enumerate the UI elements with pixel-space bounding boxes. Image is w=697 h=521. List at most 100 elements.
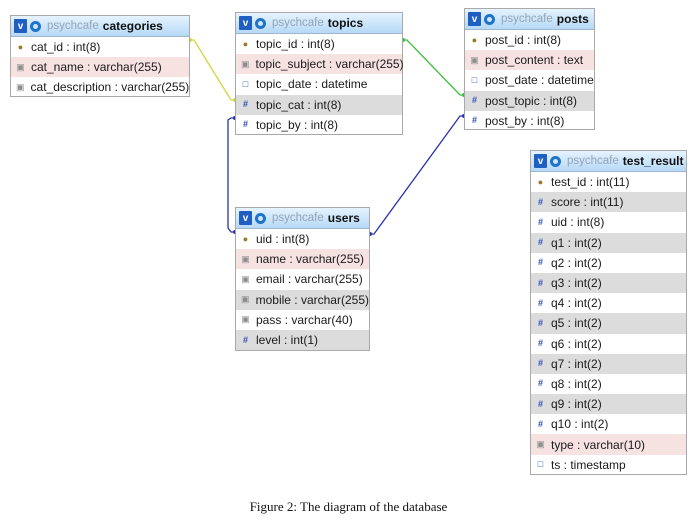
toggle-icon[interactable]: v [239,211,252,225]
field-row[interactable]: #level : int(1) [236,329,369,351]
field-row[interactable]: # q2 : int(2) [531,253,686,273]
field-row[interactable]: # q5 : int(2) [531,313,686,334]
field-row[interactable]: □ topic_date : datetime [236,74,402,94]
field-row[interactable]: ▣cat_description : varchar(255) [11,77,189,97]
field-label: email : varchar(255) [256,272,363,287]
field-row[interactable]: ● uid : int(8) [236,229,369,249]
field-label: name : varchar(255) [256,252,365,267]
gear-icon[interactable] [484,13,495,25]
field-label: q4 : int(2) [551,296,602,311]
string-icon: ▣ [241,58,250,69]
field-row[interactable]: ▣post_content : text [465,50,594,71]
field-row[interactable]: ●test_id : int(11) [531,172,686,192]
field-row[interactable]: #q10 : int(2) [531,414,686,434]
field-row[interactable]: #q3 : int(2) [531,272,686,294]
table-name: test_result [622,154,684,168]
key-icon: ● [471,34,478,45]
number-icon: # [537,257,543,268]
date-icon: □ [537,459,544,470]
field-row[interactable]: # post_by : int(8) [465,111,594,131]
field-row[interactable]: #score : int(11) [531,192,686,213]
field-row[interactable]: # q7 : int(2) [531,353,686,374]
field-label: post_id : int(8) [485,33,562,48]
field-label: mobile : varchar(255) [255,292,369,307]
relation-categories-topics [189,39,236,101]
string-icon: ▣ [241,273,250,284]
field-row[interactable]: #q1 : int(2) [531,232,686,253]
field-row[interactable]: ▣topic_subject : varchar(255) [236,54,404,75]
gear-icon[interactable] [255,212,266,224]
field-row[interactable]: □ post_date : datetime [465,70,594,90]
number-icon: # [471,115,477,126]
field-row[interactable]: ▣type : varchar(10) [531,434,686,455]
field-label: q2 : int(2) [551,255,602,270]
field-row[interactable]: ●topic_id : int(8) [236,34,402,54]
gear-icon[interactable] [30,20,41,32]
field-row[interactable]: #topic_by : int(8) [236,115,402,135]
field-label: q7 : int(2) [551,356,602,371]
field-row[interactable]: □ts : timestamp [531,455,686,475]
field-row[interactable]: #post_topic : int(8) [465,90,594,111]
field-label: pass : varchar(40) [256,312,353,327]
table-name: topics [327,16,364,30]
number-icon: # [537,338,543,349]
database-name: psychcafe [501,13,553,25]
field-row[interactable]: #q9 : int(2) [531,394,686,415]
string-icon: ▣ [241,294,250,305]
string-icon: ▣ [241,314,250,325]
field-label: post_by : int(8) [485,113,565,128]
field-row[interactable]: ▣ pass : varchar(40) [236,310,369,330]
field-row[interactable]: #q4 : int(2) [531,293,686,313]
field-label: topic_date : datetime [256,77,368,92]
string-icon: ▣ [470,54,479,65]
field-row[interactable]: #q8 : int(2) [531,374,686,394]
field-label: q10 : int(2) [551,417,609,432]
field-row[interactable]: #uid : int(8) [531,212,686,232]
gear-icon[interactable] [550,155,561,167]
field-label: q5 : int(2) [551,316,602,331]
key-icon: ● [17,41,24,52]
number-icon: # [537,196,543,207]
toggle-icon[interactable]: v [534,154,547,168]
number-icon: # [537,277,543,288]
string-icon: ▣ [16,61,25,72]
number-icon: # [537,317,543,328]
toggle-icon[interactable]: v [14,19,27,33]
field-row[interactable]: ▣ email : varchar(255) [236,269,369,289]
field-label: topic_cat : int(8) [256,97,342,112]
field-row[interactable]: ●cat_id : int(8) [11,37,189,57]
toggle-icon[interactable]: v [239,16,252,30]
field-row[interactable]: #topic_cat : int(8) [236,94,402,115]
field-row[interactable]: ● post_id : int(8) [465,30,594,50]
field-row[interactable]: #q6 : int(2) [531,334,686,354]
number-icon: # [537,358,543,369]
gear-icon[interactable] [255,17,266,29]
database-name: psychcafe [272,17,324,29]
number-icon: # [537,378,543,389]
table-name: users [327,211,360,225]
date-icon: □ [242,78,249,89]
field-label: q9 : int(2) [551,397,602,412]
field-row[interactable]: ▣cat_name : varchar(255) [11,57,189,78]
key-icon: ● [242,233,249,244]
field-row[interactable]: ▣ mobile : varchar(255) [236,289,369,310]
field-label: uid : int(8) [256,232,310,247]
field-row[interactable]: ▣name : varchar(255) [236,249,369,270]
date-icon: □ [471,74,478,85]
toggle-icon[interactable]: v [468,12,481,26]
table-name: posts [556,12,589,26]
relation-users-topics [227,117,236,233]
field-label: cat_description : varchar(255) [30,80,190,95]
field-label: post_date : datetime [485,73,594,88]
field-label: topic_id : int(8) [256,37,335,52]
